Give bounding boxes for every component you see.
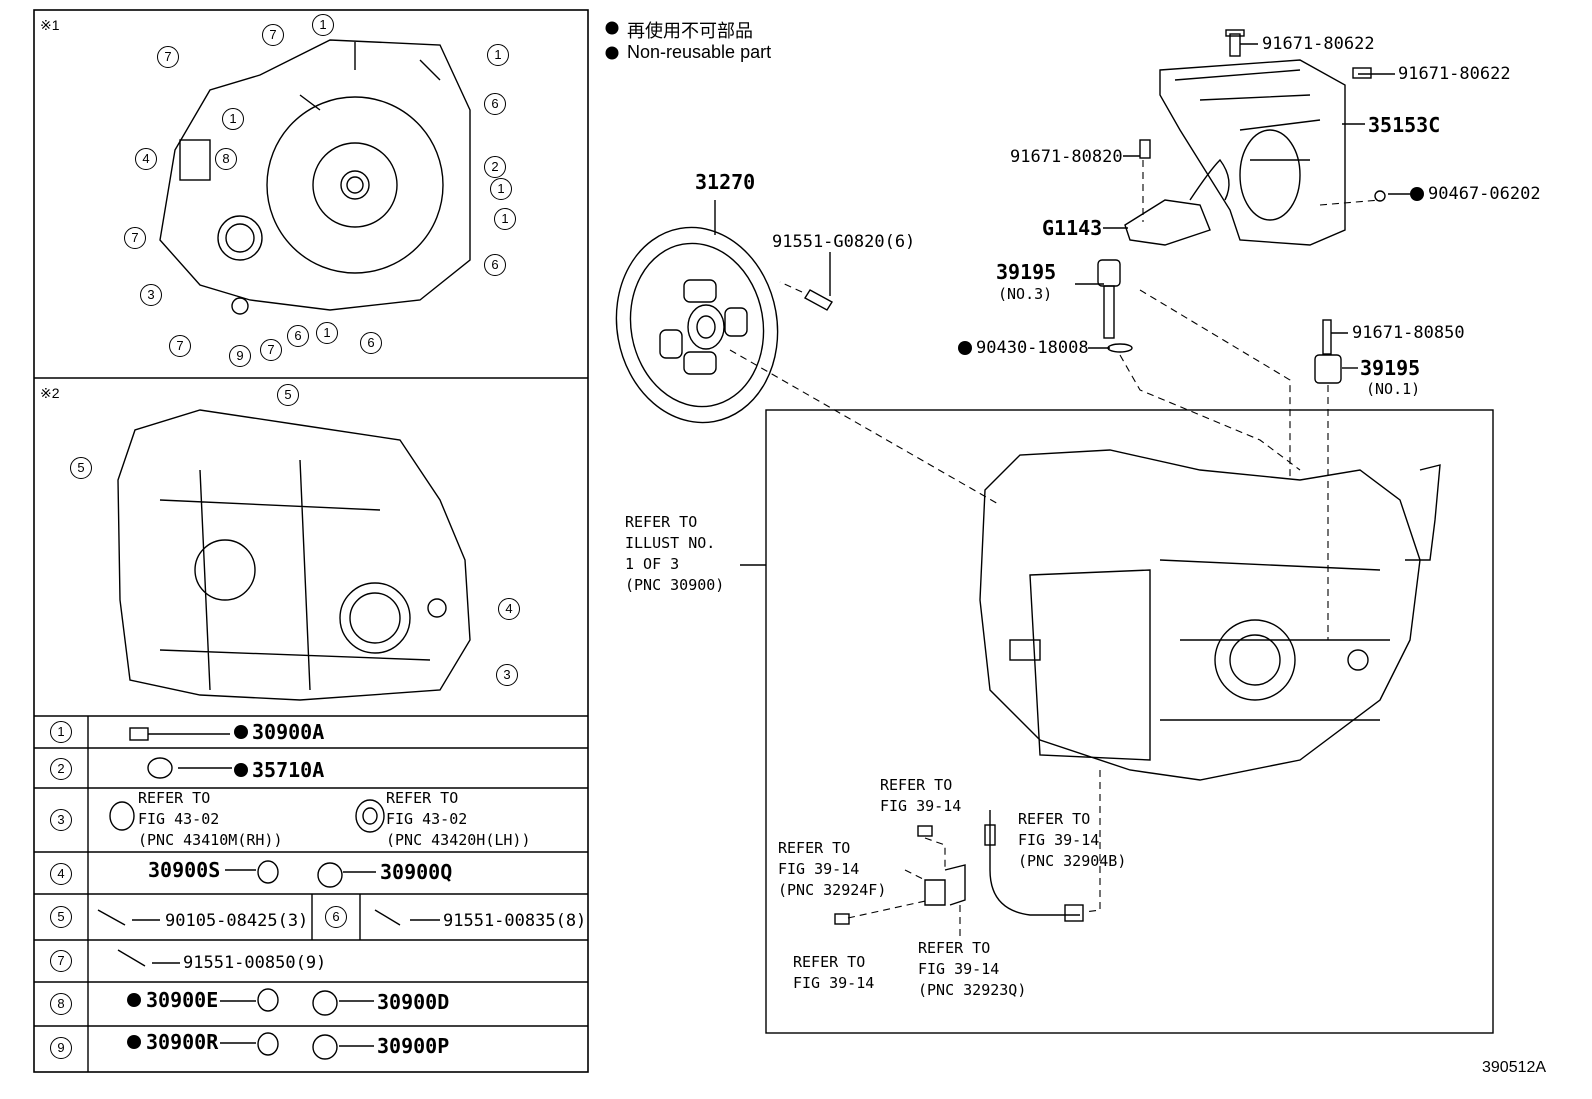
row-number-7: 7 bbox=[50, 950, 72, 972]
section1-mark: ※1 bbox=[40, 17, 60, 33]
section2-mark: ※2 bbox=[40, 385, 60, 401]
part-30900D: 30900D bbox=[377, 990, 450, 1014]
callout-4: 4 bbox=[135, 148, 157, 170]
part-30900Q: 30900Q bbox=[380, 860, 453, 884]
part-39195-no3-note: (NO.3) bbox=[998, 285, 1053, 303]
callout-6: 6 bbox=[484, 254, 506, 276]
callout-3: 3 bbox=[140, 284, 162, 306]
callout-1: 1 bbox=[490, 178, 512, 200]
part-91551-00850: 91551-00850(9) bbox=[183, 953, 327, 973]
row-number-1: 1 bbox=[50, 721, 72, 743]
callout-1: 1 bbox=[487, 44, 509, 66]
part-90430-18008: 90430-18008 bbox=[976, 338, 1089, 358]
part-90105-08425: 90105-08425(3) bbox=[165, 911, 309, 931]
part-35710A: 35710A bbox=[252, 758, 325, 782]
refer-fig-43-02-rh: REFER TO FIG 43-02 (PNC 43410M(RH)) bbox=[138, 789, 283, 849]
callout-1: 1 bbox=[312, 14, 334, 36]
row-number-3: 3 bbox=[50, 809, 72, 831]
callout-5: 5 bbox=[70, 457, 92, 479]
part-35153C: 35153C bbox=[1368, 113, 1441, 137]
callout-7: 7 bbox=[169, 335, 191, 357]
refer-fig-39-14-b: REFER TO FIG 39-14 bbox=[793, 953, 875, 992]
part-30900A: 30900A bbox=[252, 720, 325, 744]
legend-jp: 再使用不可部品 bbox=[627, 21, 753, 41]
callout-1: 1 bbox=[222, 108, 244, 130]
callout-6: 6 bbox=[360, 332, 382, 354]
part-G1143: G1143 bbox=[1042, 216, 1103, 240]
callout-3: 3 bbox=[496, 664, 518, 686]
part-91551-G0820: 91551-G0820(6) bbox=[772, 232, 916, 252]
callout-6: 6 bbox=[484, 93, 506, 115]
part-91671-80622-top: 91671-80622 bbox=[1262, 34, 1375, 54]
legend-en: Non-reusable part bbox=[627, 42, 772, 62]
part-91671-80622-right: 91671-80622 bbox=[1398, 64, 1511, 84]
part-91551-00835: 91551-00835(8) bbox=[443, 911, 587, 931]
part-30900S: 30900S bbox=[148, 858, 221, 882]
part-39195-no3: 39195 bbox=[996, 260, 1057, 284]
row-number-2: 2 bbox=[50, 758, 72, 780]
part-31270: 31270 bbox=[695, 170, 756, 194]
row-number-5: 5 bbox=[50, 906, 72, 928]
part-91671-80850: 91671-80850 bbox=[1352, 323, 1465, 343]
refer-fig-39-14-32924F: REFER TO FIG 39-14 (PNC 32924F) bbox=[778, 839, 887, 899]
part-91671-80820: 91671-80820 bbox=[1010, 147, 1123, 167]
row-number-4: 4 bbox=[50, 863, 72, 885]
callout-7: 7 bbox=[262, 24, 284, 46]
figure-id: 390512A bbox=[1482, 1059, 1547, 1076]
refer-fig-39-14-32923Q: REFER TO FIG 39-14 (PNC 32923Q) bbox=[918, 939, 1027, 999]
callout-7: 7 bbox=[124, 227, 146, 249]
part-30900P: 30900P bbox=[377, 1034, 450, 1058]
callout-2: 2 bbox=[484, 156, 506, 178]
refer-illust-1-of-3: REFER TO ILLUST NO. 1 OF 3 (PNC 30900) bbox=[625, 513, 725, 594]
row-number-9: 9 bbox=[50, 1037, 72, 1059]
part-30900E: 30900E bbox=[146, 988, 219, 1012]
part-39195-no1: 39195 bbox=[1360, 356, 1421, 380]
callout-1: 1 bbox=[316, 322, 338, 344]
callout-7: 7 bbox=[157, 46, 179, 68]
callout-5: 5 bbox=[277, 384, 299, 406]
refer-fig-39-14-a: REFER TO FIG 39-14 bbox=[880, 776, 962, 815]
part-90467-06202: 90467-06202 bbox=[1428, 184, 1541, 204]
callout-1: 1 bbox=[494, 208, 516, 230]
row-number-6: 6 bbox=[325, 906, 347, 928]
part-39195-no1-note: (NO.1) bbox=[1366, 380, 1421, 398]
refer-fig-43-02-lh: REFER TO FIG 43-02 (PNC 43420H(LH)) bbox=[386, 789, 531, 849]
callout-8: 8 bbox=[215, 148, 237, 170]
callout-4: 4 bbox=[498, 598, 520, 620]
callout-6: 6 bbox=[287, 325, 309, 347]
row-number-8: 8 bbox=[50, 993, 72, 1015]
refer-fig-39-14-32904B: REFER TO FIG 39-14 (PNC 32904B) bbox=[1018, 810, 1127, 870]
part-30900R: 30900R bbox=[146, 1030, 219, 1054]
callout-7: 7 bbox=[260, 339, 282, 361]
callout-9: 9 bbox=[229, 345, 251, 367]
